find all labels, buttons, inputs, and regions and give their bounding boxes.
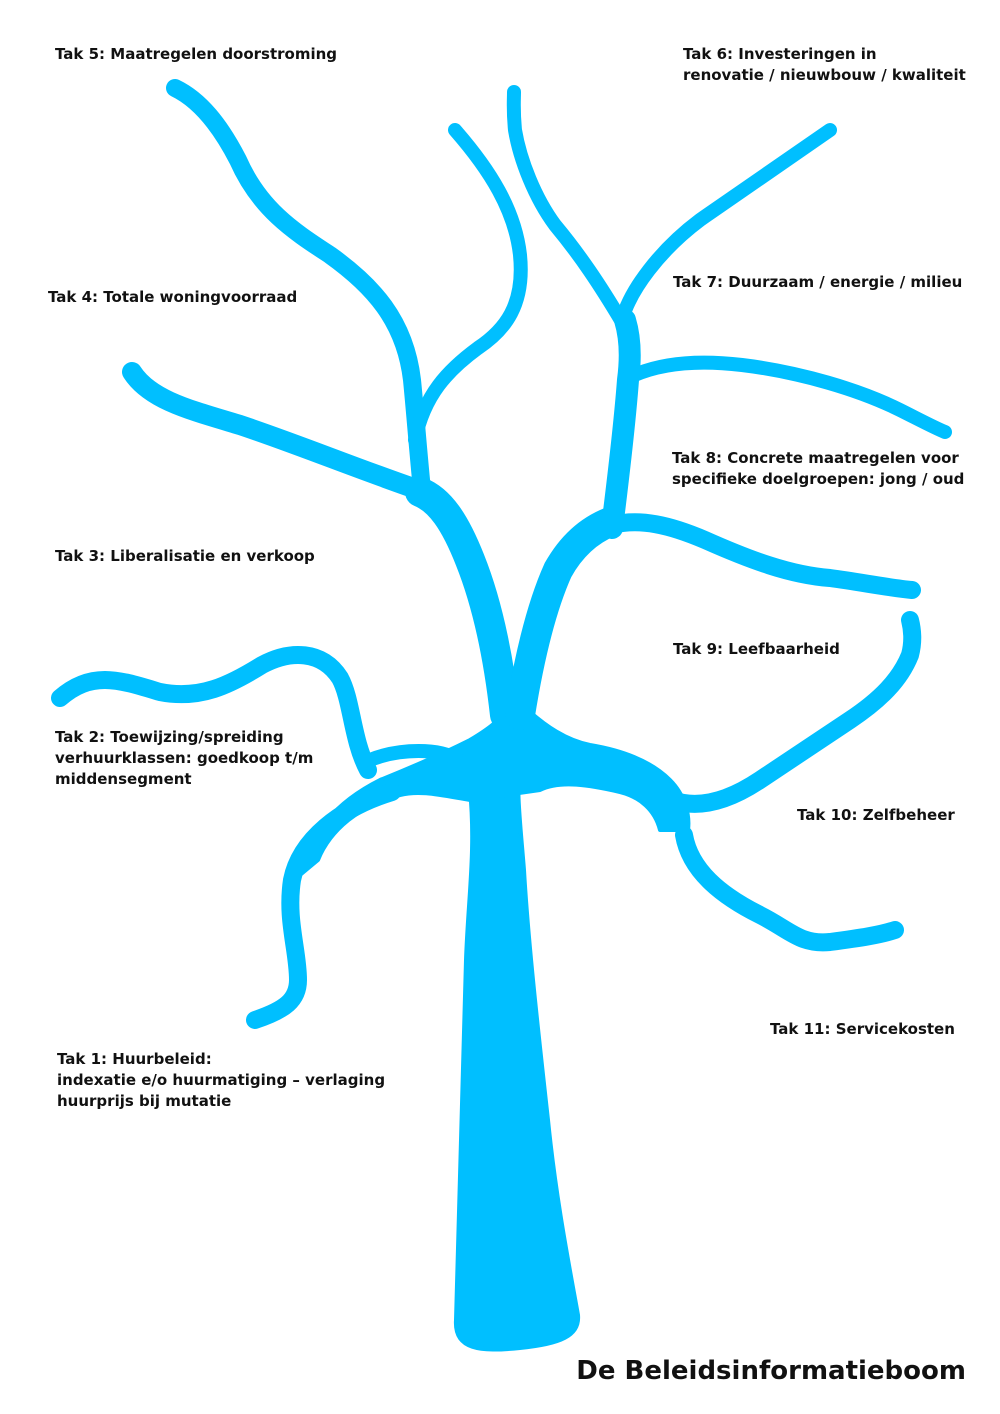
branch-label-line: Tak 5: Maatregelen doorstroming [55, 45, 338, 63]
branch-label-line: Tak 2: Toewijzing/spreiding [55, 728, 284, 746]
branch-label-line: Tak 1: Huurbeleid: [57, 1050, 212, 1068]
branch-tak6-inner [506, 85, 629, 329]
branch-label-tak5: Tak 5: Maatregelen doorstroming [55, 44, 337, 65]
branch-tak5 [408, 123, 528, 447]
branch-label-line: specifieke doelgroepen: jong / oud [672, 470, 965, 488]
branch-tak6 [615, 123, 837, 327]
branch-label-line: huurprijs bij mutatie [57, 1092, 232, 1110]
branch-label-line: Tak 11: Servicekosten [770, 1020, 955, 1038]
main-right-limb [505, 507, 625, 730]
trunk-crown [298, 708, 691, 877]
branch-label-tak11: Tak 11: Servicekosten [770, 1019, 955, 1040]
diagram-title: De Beleidsinformatieboom [576, 1356, 966, 1386]
branch-label-line: Tak 3: Liberalisatie en verkoop [55, 547, 315, 565]
branch-label-tak6: Tak 6: Investeringen in renovatie / nieu… [683, 44, 966, 86]
branch-tak4-trunk [166, 79, 431, 499]
branch-right-upper [601, 309, 641, 539]
branch-tak7 [621, 355, 952, 439]
branch-label-line: Tak 10: Zelfbeheer [797, 806, 955, 824]
branch-tak8 [603, 513, 921, 599]
branch-label-tak10: Tak 10: Zelfbeheer [797, 805, 955, 826]
branch-label-tak1: Tak 1: Huurbeleid: indexatie e/o huurmat… [57, 1049, 385, 1112]
branch-label-tak4: Tak 4: Totale woningvoorraad [48, 287, 297, 308]
branch-label-tak2: Tak 2: Toewijzing/spreiding verhuurklass… [55, 727, 313, 790]
branch-label-line: middensegment [55, 770, 192, 788]
branch-label-tak3: Tak 3: Liberalisatie en verkoop [55, 546, 315, 567]
branch-label-line: Tak 6: Investeringen in [683, 45, 877, 63]
branch-tak11 [675, 826, 904, 952]
branch-tak9-10 [663, 611, 922, 813]
branch-label-line: Tak 9: Leefbaarheid [673, 640, 840, 658]
branch-label-tak7: Tak 7: Duurzaam / energie / milieu [673, 272, 962, 293]
main-left-limb [405, 477, 520, 730]
branch-tak2-inner [363, 744, 465, 767]
tree-trunk [453, 758, 581, 1352]
branch-label-line: Tak 4: Totale woningvoorraad [48, 288, 298, 306]
tree-illustration [51, 79, 952, 1352]
branch-label-line: renovatie / nieuwbouw / kwaliteit [683, 66, 966, 84]
branch-label-tak9: Tak 9: Leefbaarheid [673, 639, 840, 660]
branch-label-line: Tak 8: Concrete maatregelen voor [672, 449, 959, 467]
branch-tak2 [51, 646, 377, 779]
branch-label-line: verhuurklassen: goedkoop t/m [55, 749, 314, 767]
branch-label-line: indexatie e/o huurmatiging – verlaging [57, 1071, 386, 1089]
branch-tak3-4 [122, 362, 435, 502]
branch-label-tak8: Tak 8: Concrete maatregelen voor specifi… [672, 448, 964, 490]
branch-tak1 [246, 783, 401, 1029]
branch-label-line: Tak 7: Duurzaam / energie / milieu [673, 273, 963, 291]
